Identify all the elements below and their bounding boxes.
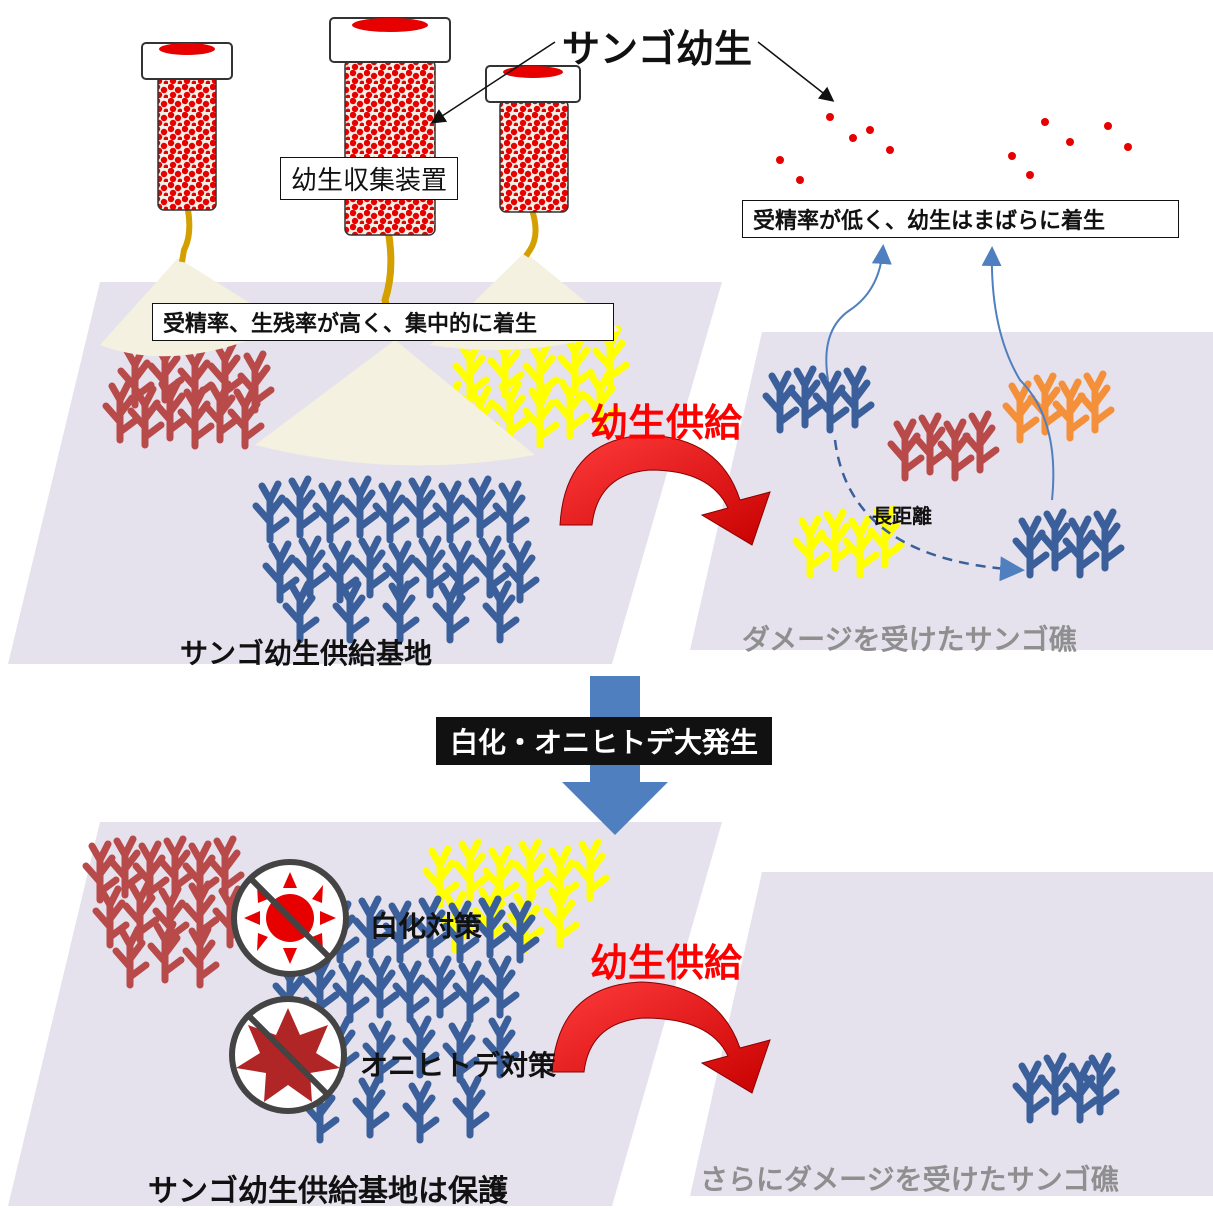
long-distance-path <box>833 439 1025 582</box>
long-distance-label: 長距離 <box>872 504 932 528</box>
spray-cone-center <box>255 340 535 466</box>
larvae-path-2 <box>981 246 1055 501</box>
starfish-prohibited-icon <box>229 996 347 1114</box>
larvae-title: サンゴ幼生 <box>562 27 753 71</box>
larvae-path-1 <box>825 244 892 381</box>
reef-plate-bottom <box>690 872 1213 1196</box>
blue-coral-top <box>256 479 536 640</box>
reef-plate-top <box>690 332 1213 650</box>
bleaching-measure-label: 白化対策 <box>370 910 483 943</box>
supply-label-top: 幼生供給 <box>590 401 743 445</box>
supply-label-bottom: 幼生供給 <box>590 941 743 985</box>
damaged-label-bottom: さらにダメージを受けたサンゴ礁 <box>700 1163 1119 1196</box>
supply-arrow-bottom <box>551 981 771 1094</box>
damaged-label-top: ダメージを受けたサンゴ礁 <box>742 623 1077 656</box>
pointer-to-larvae <box>757 41 835 102</box>
pointer-to-collector <box>430 41 556 124</box>
base-label-bottom: サンゴ幼生供給基地は保護 <box>148 1174 508 1209</box>
low-rate-label: 受精率が低く、幼生はまばらに着生 <box>742 200 1179 238</box>
supply-arrow-top <box>559 434 771 546</box>
collector-left <box>141 42 233 263</box>
collector-label: 幼生収集装置 <box>280 157 459 200</box>
base-label-top: サンゴ幼生供給基地 <box>180 637 433 670</box>
starfish-measure-label: オニヒトデ対策 <box>360 1049 557 1082</box>
sun-prohibited-icon <box>231 859 349 977</box>
high-rate-label: 受精率、生残率が高く、集中的に着生 <box>152 303 614 341</box>
scattered-larvae <box>776 113 1132 184</box>
base-plate-bottom <box>8 822 722 1206</box>
collector-right <box>485 65 581 258</box>
event-banner: 白化・オニヒトデ大発生 <box>436 717 773 765</box>
